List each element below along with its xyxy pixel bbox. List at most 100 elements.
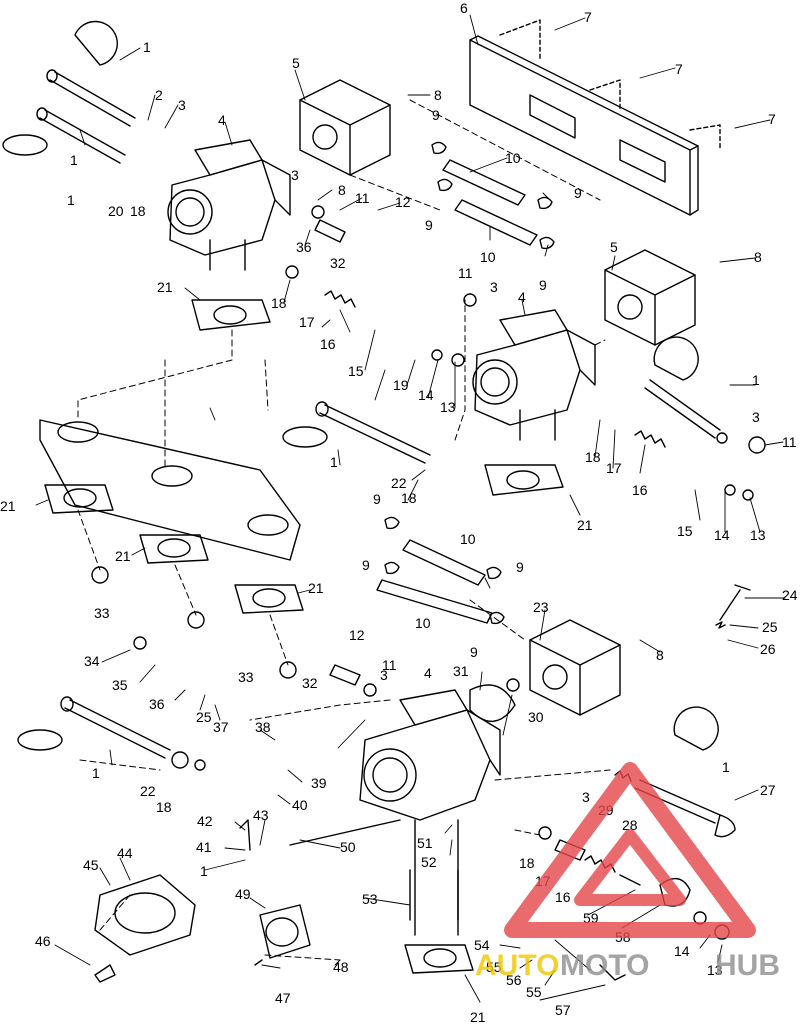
callout-27: 27	[760, 782, 776, 798]
spacer-middle	[604, 249, 696, 346]
callout-38: 38	[255, 719, 271, 735]
callout-53: 53	[362, 891, 378, 907]
leader-lines	[35, 14, 786, 1003]
callout-18: 18	[271, 295, 287, 311]
callout-4: 4	[424, 665, 432, 681]
callout-7: 7	[584, 9, 592, 25]
callout-18: 18	[130, 203, 146, 219]
callout-1: 1	[143, 39, 151, 55]
callout-1: 1	[330, 454, 338, 470]
callout-13: 13	[440, 399, 456, 415]
callout-15: 15	[677, 523, 693, 539]
callout-30: 30	[528, 709, 544, 725]
callout-25: 25	[762, 619, 778, 635]
callout-7: 7	[768, 111, 776, 127]
fuel-tubes	[376, 159, 538, 624]
callout-11: 11	[458, 265, 473, 281]
callout-23: 23	[533, 599, 549, 615]
callout-9: 9	[574, 185, 582, 201]
callout-3: 3	[752, 409, 760, 425]
callout-48: 48	[333, 959, 349, 975]
callout-8: 8	[338, 182, 346, 198]
gaskets	[44, 299, 564, 974]
callout-47: 47	[275, 990, 291, 1006]
watermark-text-auto: AUTO	[475, 949, 559, 982]
callout-46: 46	[35, 933, 51, 949]
callout-24: 24	[782, 587, 798, 603]
callout-18: 18	[519, 855, 535, 871]
callout-25: 25	[196, 709, 212, 725]
callout-56: 56	[506, 972, 522, 988]
callout-51: 51	[417, 835, 433, 851]
callout-8: 8	[656, 647, 664, 663]
callout-1: 1	[67, 192, 75, 208]
callout-26: 26	[760, 641, 776, 657]
callout-16: 16	[555, 889, 571, 905]
callout-55: 55	[486, 959, 502, 975]
callout-5: 5	[610, 239, 618, 255]
callout-10: 10	[460, 531, 476, 547]
callout-52: 52	[421, 854, 437, 870]
callout-20: 20	[108, 203, 124, 219]
throttle-shafts	[36, 69, 721, 824]
callout-9: 9	[425, 217, 433, 233]
watermark-text-moto: MOTO	[560, 949, 649, 982]
callout-15: 15	[348, 363, 364, 379]
callout-7: 7	[675, 61, 683, 77]
callout-16: 16	[320, 336, 336, 352]
mounting-plate	[469, 19, 721, 216]
callout-9: 9	[373, 491, 381, 507]
callout-5: 5	[292, 55, 300, 71]
callout-10: 10	[415, 615, 431, 631]
callout-8: 8	[754, 249, 762, 265]
callout-2: 2	[155, 87, 163, 103]
callout-32: 32	[302, 675, 318, 691]
callout-34: 34	[84, 653, 100, 669]
callout-18: 18	[585, 449, 601, 465]
callout-50: 50	[340, 839, 356, 855]
callout-9: 9	[516, 559, 524, 575]
callout-41: 41	[196, 839, 212, 855]
callout-44: 44	[117, 845, 133, 861]
callout-1: 1	[200, 863, 208, 879]
callout-40: 40	[292, 797, 308, 813]
callout-3: 3	[178, 97, 186, 113]
callout-8: 8	[434, 87, 442, 103]
spacer-lower	[529, 619, 621, 716]
callout-36: 36	[296, 239, 312, 255]
callout-11: 11	[355, 190, 370, 206]
callout-17: 17	[299, 314, 315, 330]
callout-14: 14	[674, 943, 690, 959]
callout-4: 4	[518, 289, 526, 305]
callout-55: 55	[526, 984, 542, 1000]
callout-3: 3	[291, 167, 299, 183]
assembly-lines	[77, 99, 611, 961]
callout-39: 39	[311, 775, 327, 791]
watermark-text-hub: HUB	[715, 949, 780, 982]
callout-22: 22	[140, 783, 156, 799]
callout-10: 10	[480, 249, 496, 265]
callout-9: 9	[432, 107, 440, 123]
callout-3: 3	[582, 789, 590, 805]
callout-9: 9	[539, 277, 547, 293]
callout-33: 33	[94, 605, 110, 621]
callout-3: 3	[380, 667, 388, 683]
callout-13: 13	[707, 962, 723, 978]
throttle-plates	[2, 20, 719, 751]
callout-18: 18	[156, 799, 172, 815]
callout-6: 6	[460, 0, 468, 16]
float-bowl-parts	[94, 814, 736, 983]
callout-54: 54	[474, 937, 490, 953]
callout-3: 3	[490, 279, 498, 295]
callout-1: 1	[70, 152, 78, 168]
callout-11: 11	[782, 434, 797, 450]
carburetor-body-middle	[472, 309, 596, 441]
callout-1: 1	[92, 765, 100, 781]
callout-1: 1	[722, 759, 730, 775]
carburetor-body-upper	[167, 139, 291, 271]
callout-21: 21	[308, 580, 324, 596]
callout-11: 11	[382, 657, 397, 673]
callout-18: 18	[401, 490, 417, 506]
